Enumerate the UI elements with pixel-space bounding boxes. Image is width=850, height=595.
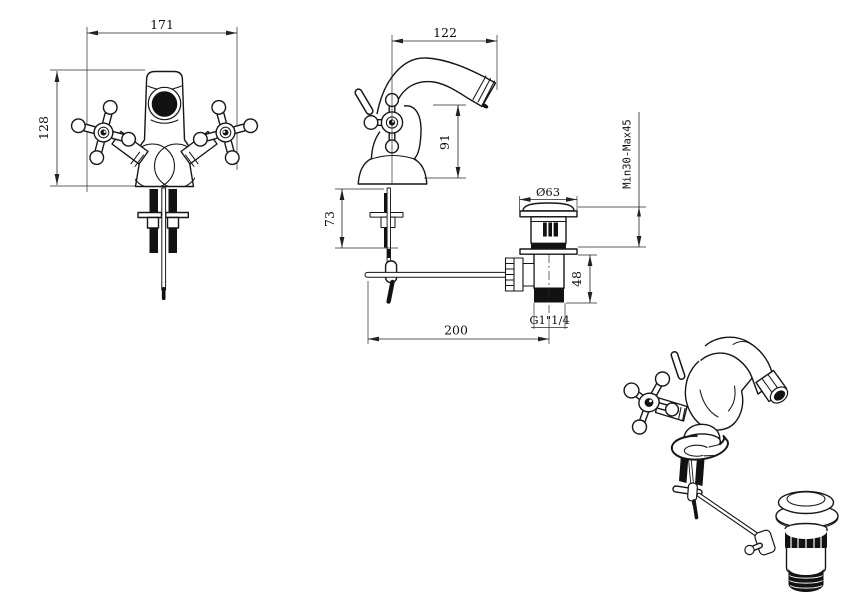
dimension-front-height-label: 128 [36,116,51,140]
front-left-handle [70,99,137,166]
dimension-drain-thread: G1"1/4 [529,303,570,329]
dimension-shank-length-label: 73 [322,211,337,227]
perspective-drain-clamp [744,529,776,556]
dimension-spout-reach: 122 [391,25,498,184]
drain-assembly [504,202,578,313]
front-aerator-outlet [151,91,178,117]
front-view: 171 128 [36,17,259,300]
dimension-rod-length: 200 [367,281,550,344]
drain-thread-band [531,243,566,249]
perspective-drain-cap [777,490,835,515]
side-shank [369,187,404,304]
drain-lower-flange [519,248,578,255]
perspective-nozzle [755,369,789,404]
dimension-spout-reach-label: 122 [433,25,457,40]
dimension-drain-thread-label: G1"1/4 [529,313,569,327]
perspective-body [684,360,754,431]
front-supply-studs [137,189,190,253]
dimension-drain-height-label: 48 [569,271,584,287]
dimension-mounting-range-label: Min30-Max45 [622,119,634,189]
dimension-rod-length-label: 200 [444,323,468,338]
drain-top-flange [519,210,578,218]
side-popup-knob [354,88,374,116]
front-right-handle [192,99,259,166]
drain-knurled-nut [504,257,535,292]
dimension-spout-height: 91 [424,104,466,179]
perspective-drain [744,490,839,592]
dimension-drain-diameter-label: Ø63 [536,185,560,199]
front-popup-rod [161,187,167,300]
perspective-drain-thread [788,568,824,592]
dimension-drain-height: 48 [566,254,597,304]
dimension-front-height: 128 [36,69,145,187]
perspective-popup-knob [670,351,686,380]
drain-overflow-window [543,222,558,237]
side-view: 122 91 73 200 [322,25,550,344]
perspective-faucet [623,336,789,461]
perspective-mounting [670,423,729,461]
side-faucet [354,57,497,185]
dimension-shank-length: 73 [322,188,398,249]
dimension-drain-diameter: Ø63 [519,185,578,211]
dimension-front-width: 171 [86,17,238,192]
dimension-front-width-label: 171 [150,17,174,32]
drain-plug-cap [522,202,575,212]
perspective-linkage-rod [696,492,769,544]
front-faucet [70,70,259,188]
dimension-spout-height-label: 91 [437,134,452,150]
perspective-view [623,336,839,592]
drain-detail: Ø63 48 G1"1/4 Min30-Max45 [504,112,646,329]
dimension-mounting-range: Min30-Max45 [578,112,646,248]
perspective-handle [623,371,680,435]
side-linkage-rod [364,271,508,278]
